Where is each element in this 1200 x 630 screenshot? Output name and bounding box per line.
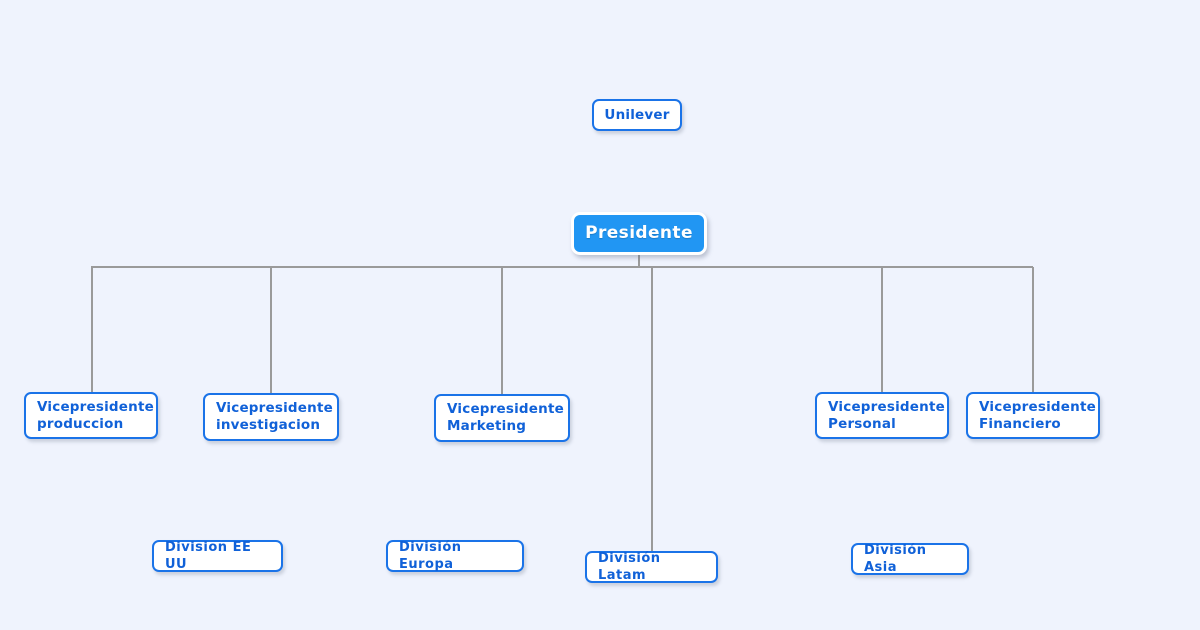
node-division-europa[interactable]: División Europa — [386, 540, 524, 572]
node-vp-investigacion[interactable]: Vicepresidente investigacion — [203, 393, 339, 441]
node-vp-personal-label: Vicepresidente Personal — [828, 398, 945, 432]
node-vp-produccion-label: Vicepresidente produccion — [37, 398, 154, 432]
node-division-latam-label: División Latam — [598, 551, 661, 583]
node-vp-investigacion-label: Vicepresidente investigacion — [216, 400, 333, 433]
node-vp-personal[interactable]: Vicepresidente Personal — [815, 392, 949, 439]
node-presidente-label: Presidente — [585, 223, 693, 243]
node-unilever[interactable]: Unilever — [592, 99, 682, 131]
node-division-asia[interactable]: División Asia — [851, 543, 969, 575]
node-division-asia-label: División Asia — [864, 543, 927, 575]
node-vp-financiero-label: Vicepresidente Financiero — [979, 398, 1096, 432]
node-division-eeuu[interactable]: Division EE UU — [152, 540, 283, 572]
node-vp-marketing-label: Vicepresidente Marketing — [447, 401, 564, 434]
node-unilever-label: Unilever — [604, 106, 670, 123]
node-presidente[interactable]: Presidente — [571, 212, 707, 255]
node-vp-financiero[interactable]: Vicepresidente Financiero — [966, 392, 1100, 439]
node-division-europa-label: División Europa — [399, 540, 462, 572]
node-vp-marketing[interactable]: Vicepresidente Marketing — [434, 394, 570, 442]
node-division-latam[interactable]: División Latam — [585, 551, 718, 583]
node-division-eeuu-label: Division EE UU — [165, 540, 252, 572]
node-vp-produccion[interactable]: Vicepresidente produccion — [24, 392, 158, 439]
